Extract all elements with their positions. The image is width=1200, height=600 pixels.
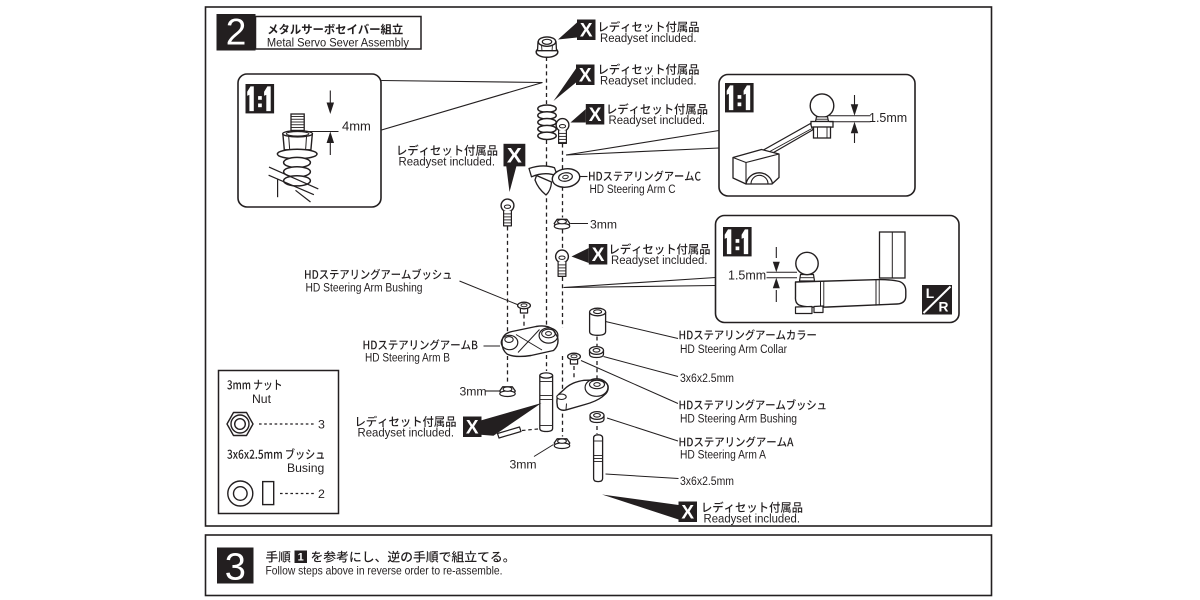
svg-text:R: R [939,299,949,314]
svg-text:L: L [926,286,934,301]
svg-text:Follow steps above in reverse: Follow steps above in reverse order to r… [266,564,503,578]
svg-text:1.5mm: 1.5mm [869,111,907,125]
svg-text:Readyset included.: Readyset included. [609,113,706,127]
svg-text:3x6x2.5mm: 3x6x2.5mm [680,371,734,385]
svg-text:HD Steering Arm B: HD Steering Arm B [365,351,450,365]
svg-text:HD Steering Arm Bushing: HD Steering Arm Bushing [306,281,423,295]
svg-text:Readyset included.: Readyset included. [600,73,697,87]
svg-text:4mm: 4mm [342,119,371,134]
svg-text:HD Steering Arm Collar: HD Steering Arm Collar [680,342,787,356]
svg-text:3x6x2.5mm: 3x6x2.5mm [680,474,734,488]
svg-text:Busing: Busing [287,461,324,475]
svg-text:3: 3 [318,418,325,432]
svg-text:Readyset included.: Readyset included. [611,253,708,267]
svg-text:HD Steering Arm C: HD Steering Arm C [590,182,676,196]
svg-text:Readyset included.: Readyset included. [399,155,496,169]
svg-text:3mm: 3mm [510,457,537,471]
svg-text:Readyset included.: Readyset included. [704,511,801,525]
svg-text:3: 3 [225,547,246,589]
svg-text:HD Steering Arm A: HD Steering Arm A [680,448,767,462]
svg-text:Nut: Nut [252,392,272,406]
svg-text:2: 2 [226,11,247,52]
svg-text:3mm: 3mm [460,384,487,398]
svg-text:Readyset included.: Readyset included. [600,31,697,45]
svg-text:HD Steering Arm Bushing: HD Steering Arm Bushing [680,411,797,425]
svg-text:3mm: 3mm [590,217,617,231]
svg-text:2: 2 [318,487,325,501]
svg-text:Readyset included.: Readyset included. [358,426,455,440]
svg-text:1: 1 [298,552,304,564]
svg-text:1.5mm: 1.5mm [728,268,766,282]
svg-text:Metal Servo Sever Assembly: Metal Servo Sever Assembly [267,36,410,50]
